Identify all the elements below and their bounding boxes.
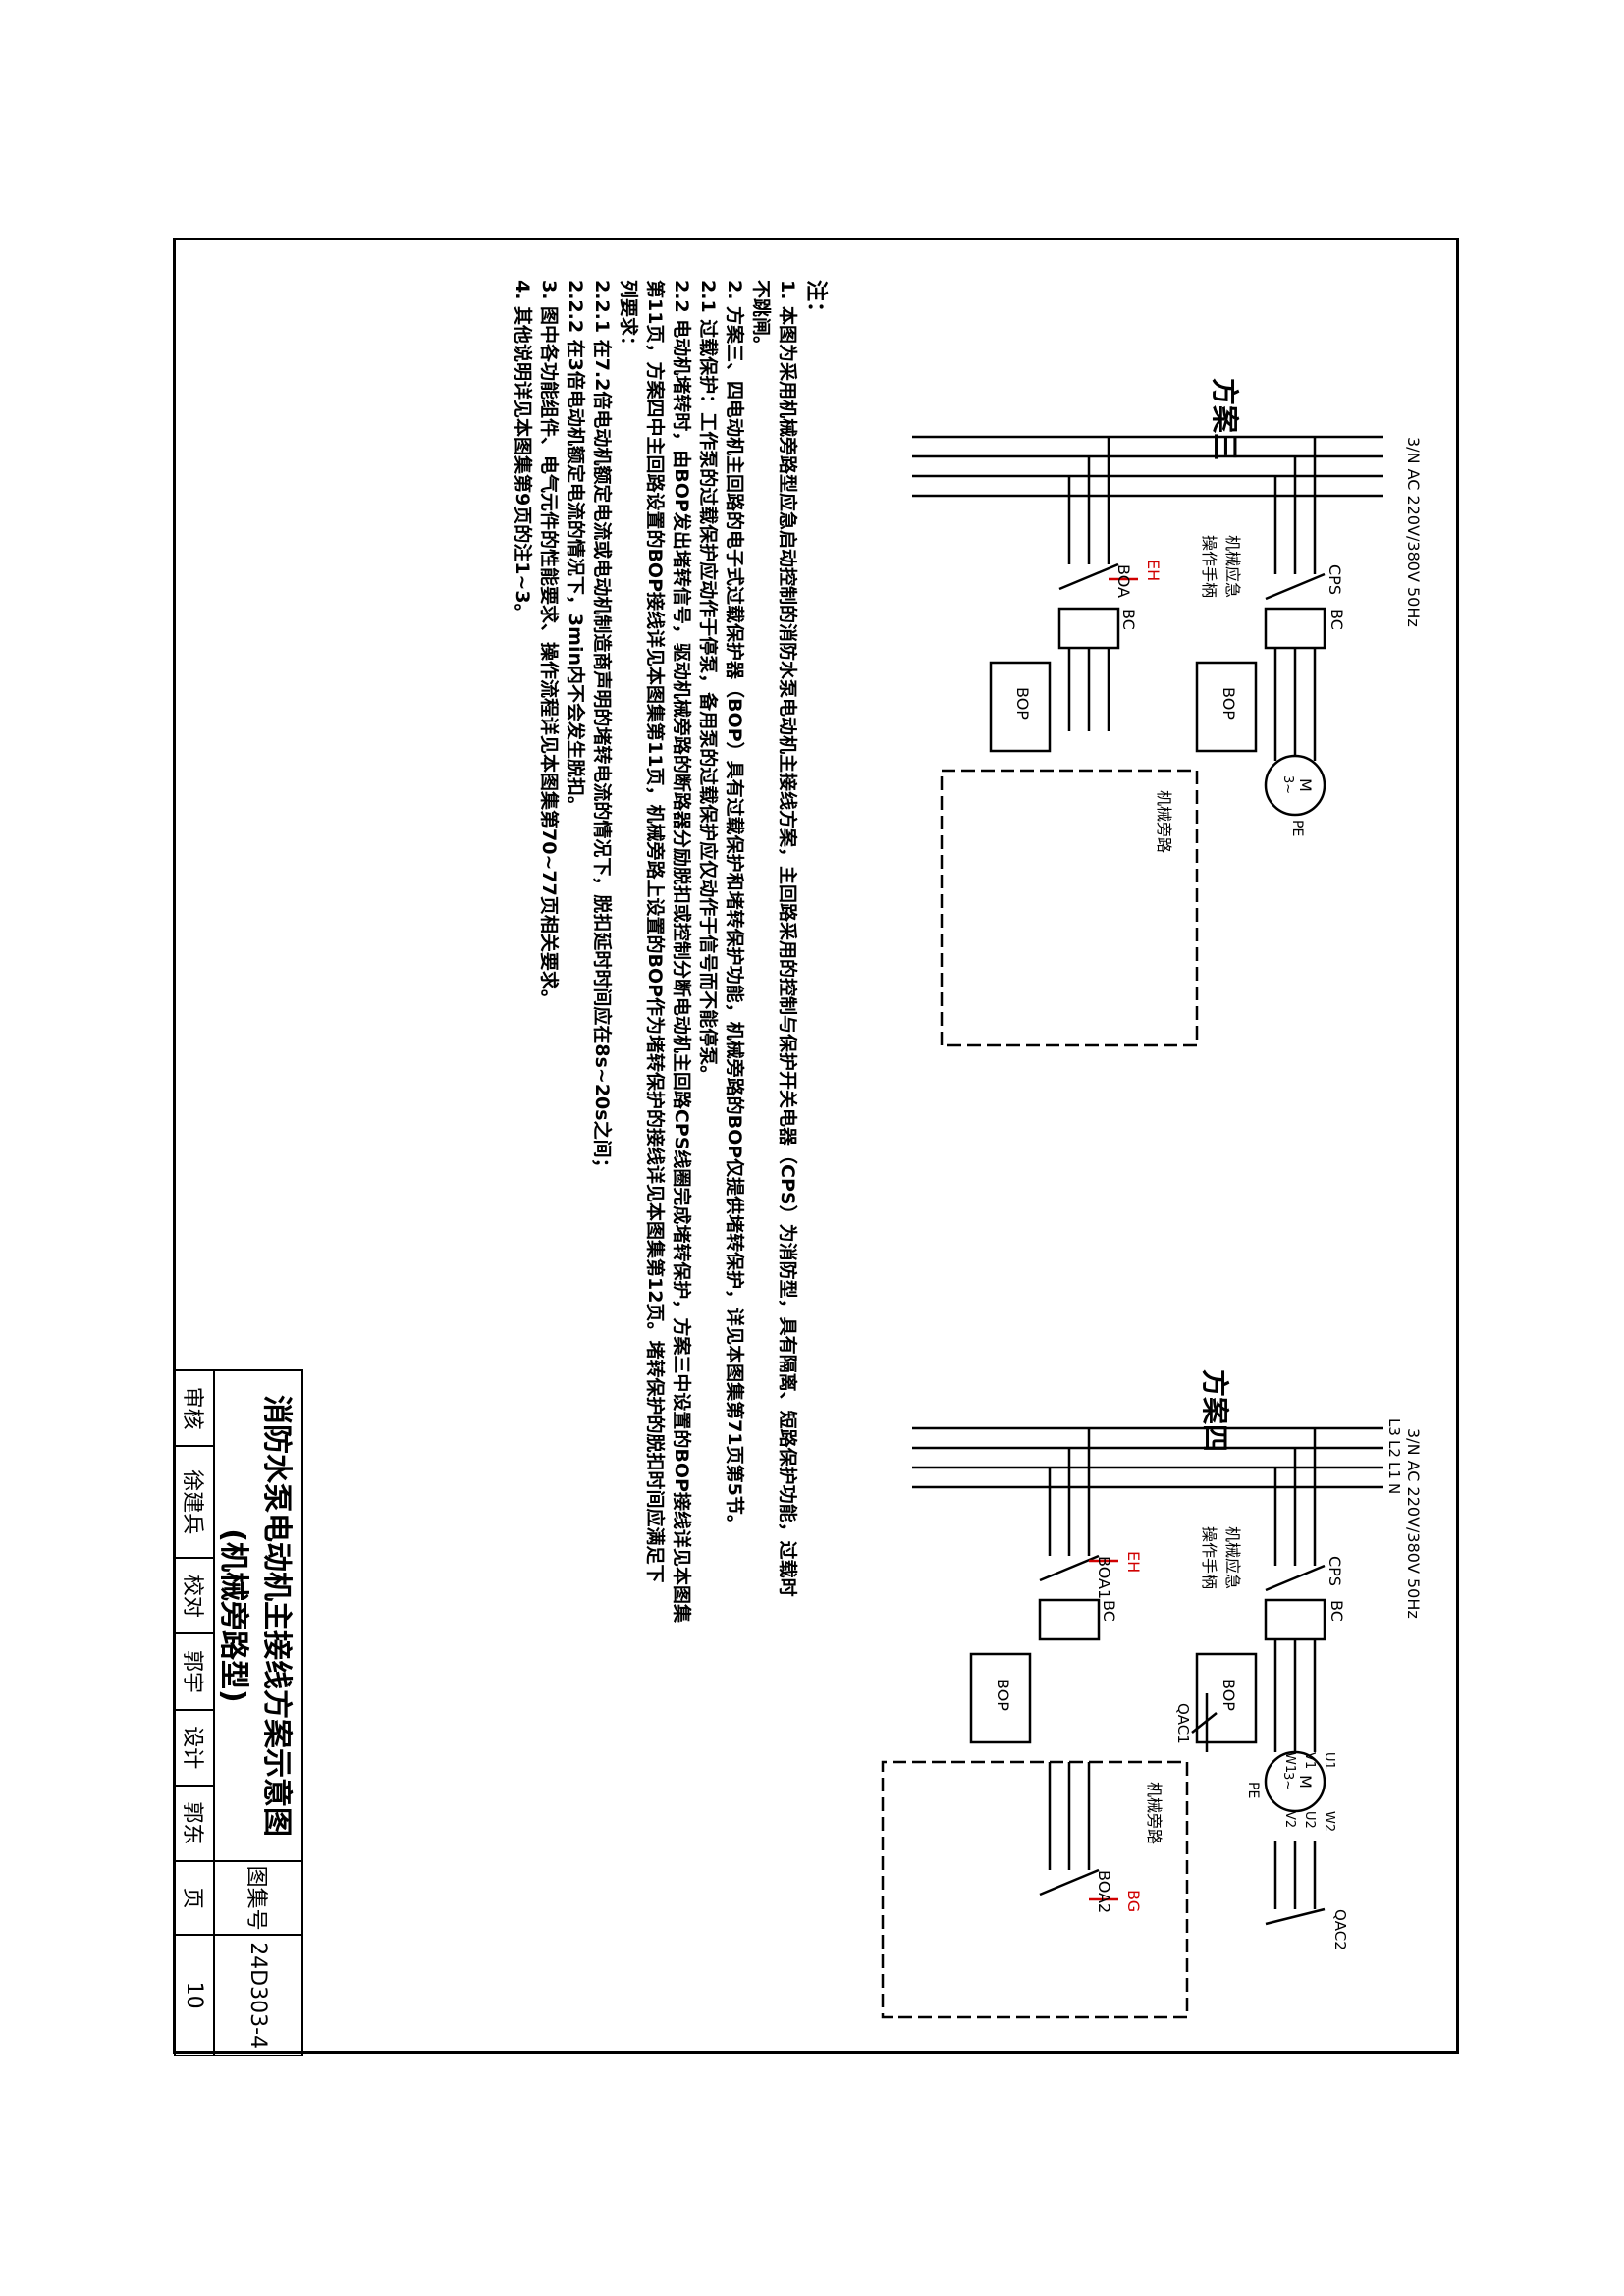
- scheme4-v1: V1: [1302, 1752, 1317, 1770]
- note-line: 2.2.1 在7.2倍电动机额定电流或电动机制造商声明的堵转电流的情况下，脱扣延…: [591, 280, 613, 1177]
- scheme3-bop2-label: BOP: [1013, 687, 1032, 720]
- scheme3-handle-label: 机械应急 操作手柄: [1200, 535, 1242, 599]
- scheme4-bc2-label: BC: [1100, 1600, 1118, 1622]
- page-number: 10: [175, 1935, 214, 2056]
- check-name: 郭宇: [175, 1633, 214, 1710]
- scheme4-u2: U2: [1302, 1811, 1317, 1829]
- scheme4-group: [881, 1426, 1383, 2019]
- note-line: 2. 方案三、四电动机主回路的电子式过载保护器（BOP）具有过载保护和堵转保护功…: [724, 280, 745, 1533]
- scheme3-bypass-label: 机械旁路: [1155, 790, 1173, 854]
- scheme4-pe-label: PE: [1245, 1782, 1261, 1799]
- scheme4-l2: L2: [1385, 1440, 1403, 1458]
- scheme3-pe-label: PE: [1289, 820, 1305, 837]
- scheme4-handle-label: 机械应急 操作手柄: [1200, 1526, 1242, 1590]
- scheme4-motor-m: M: [1296, 1775, 1315, 1789]
- note-line: 2.2 电动机堵转时，由BOP发出堵转信号，驱动机械旁路的断路器分励脱扣或控制分…: [671, 280, 692, 1623]
- scheme4-bypass-label: 机械旁路: [1145, 1782, 1164, 1845]
- scheme3-supply: 3/N AC 220V/380V 50Hz: [1404, 437, 1423, 627]
- circuit-diagrams: [881, 435, 1383, 2019]
- scheme4-title: 方案四: [1199, 1369, 1231, 1453]
- review-label: 审核: [175, 1370, 214, 1447]
- scheme3-motor-phase: 3~: [1280, 775, 1295, 795]
- note-line: 1. 本图为采用机械旁路型应急启动控制的消防水泵电动机主接线方案，主回路采用的控…: [777, 280, 798, 1597]
- scheme4-bg-label: BG: [1124, 1890, 1143, 1913]
- scheme4-w1: W1: [1282, 1752, 1297, 1774]
- page-label: 页: [175, 1861, 214, 1936]
- drawing-sheet: 方案三 3/N AC 220V/380V 50Hz CPS BC BOP 机械应…: [173, 238, 1462, 2056]
- scheme3-motor-m: M: [1296, 778, 1315, 792]
- sub-title: (机械旁路型): [216, 1528, 250, 1703]
- scheme4-bop-label: BOP: [1219, 1679, 1238, 1711]
- scheme3-bc-label: BC: [1327, 609, 1346, 630]
- title-block: 消防水泵电动机主接线方案示意图 (机械旁路型) 图集号 24D303-4 审核 …: [175, 1369, 303, 2056]
- scheme4-l1: L1: [1385, 1462, 1403, 1479]
- scheme3-title: 方案三: [1209, 378, 1241, 461]
- design-label: 设计: [175, 1709, 214, 1786]
- scheme3-group: [912, 435, 1383, 1047]
- scheme3-boa-label: BOA: [1114, 564, 1133, 598]
- note-line: 3. 图中各功能组件、电气元件的性能要求、操作流程详见本图集第70~77页相关要…: [538, 280, 560, 1008]
- check-label: 校对: [175, 1558, 214, 1634]
- note-line: 第11页，方案四中主回路设置的BOP接线详见本图集第11页，机械旁路上设置的BO…: [644, 280, 666, 1583]
- note-line: 2.2.2 在3倍电动机额定电流的情况下，3min内不会发生脱扣。: [565, 280, 586, 815]
- scheme4-v2: V2: [1282, 1811, 1297, 1829]
- scheme4-qac1-label: QAC1: [1174, 1703, 1192, 1744]
- review-name: 徐建兵: [175, 1446, 214, 1559]
- scheme4-cps-label: CPS: [1326, 1556, 1344, 1586]
- scheme3-bop-label: BOP: [1219, 687, 1238, 720]
- scheme4-bop2-label: BOP: [994, 1679, 1012, 1711]
- scheme4-bc-label: BC: [1327, 1600, 1346, 1622]
- note-line: 列要求：: [618, 280, 639, 355]
- design-name: 郭东: [175, 1785, 214, 1862]
- note-line: 2.1 过载保护：工作泵的过载保护应动作于停泵，备用泵的过载保护应仅动作于信号而…: [697, 280, 719, 1085]
- atlas-label: 图集号: [214, 1861, 302, 1936]
- scheme4-qac2-label: QAC2: [1331, 1909, 1349, 1950]
- scheme3-bc2-label: BC: [1119, 609, 1138, 630]
- scheme4-motor-phase: 3~: [1280, 1772, 1295, 1791]
- notes-heading: 注：: [803, 280, 828, 324]
- scheme4-w2: W2: [1322, 1811, 1336, 1833]
- rotated-content: 方案三 3/N AC 220V/380V 50Hz CPS BC BOP 机械应…: [175, 240, 1462, 2056]
- scheme4-u1: U1: [1322, 1752, 1336, 1770]
- scheme4-n: N: [1385, 1483, 1403, 1495]
- scheme3-cps-label: CPS: [1326, 564, 1344, 595]
- scheme4-boa1-label: BOA1: [1095, 1556, 1113, 1600]
- atlas-number: 24D303-4: [214, 1935, 302, 2056]
- scheme3-eh-label: EH: [1144, 560, 1163, 582]
- main-title: 消防水泵电动机主接线方案示意图 (机械旁路型): [214, 1370, 302, 1862]
- scheme4-eh-label: EH: [1124, 1551, 1143, 1574]
- scheme4-l3: L3: [1385, 1418, 1403, 1436]
- note-line: 不跳闸。: [750, 280, 772, 355]
- scheme4-boa2-label: BOA2: [1095, 1870, 1113, 1914]
- note-line: 4. 其他说明详见本图集第9页的注1~3。: [512, 280, 533, 622]
- notes-block: 注： 1. 本图为采用机械旁路型应急启动控制的消防水泵电动机主接线方案，主回路采…: [511, 280, 834, 1949]
- scheme4-supply: 3/N AC 220V/380V 50Hz: [1404, 1428, 1423, 1619]
